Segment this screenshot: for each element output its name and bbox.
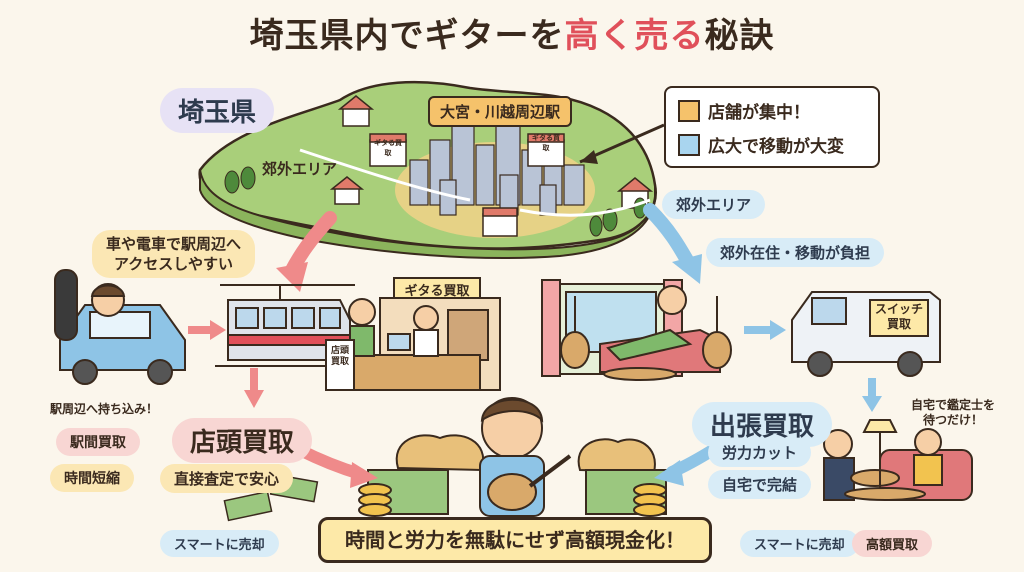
region-label: 埼玉県 [160, 88, 275, 133]
car-illustration [54, 269, 186, 385]
wait-note: 自宅で鑑定士を 待つだけ！ [910, 398, 995, 427]
map-shop-sign-2: ギタる買取 [532, 134, 560, 152]
stand-sign: 店頭買取 [330, 346, 349, 367]
visit-sub-1: 労力カット [708, 438, 812, 467]
legend-item-wide: 広大で移動が大変 [678, 132, 844, 157]
room-illustration [541, 279, 732, 381]
access-note: 車や電車で駅周辺へ アクセスしやすい [92, 230, 256, 278]
page-title: 埼玉県内でギターを高く売る秘訣 [0, 8, 1024, 57]
in-store-method-sub: 直接査定で安心 [160, 464, 294, 493]
tag-station: 駅間買取 [56, 428, 140, 456]
suburb-right-label: 郊外エリア [662, 190, 766, 219]
bring-in-note: 駅周辺へ持ち込み！ [50, 402, 159, 416]
suburb-left-label: 郊外エリア [262, 160, 338, 178]
legend-swatch-blue [678, 133, 700, 156]
van-illustration [791, 291, 941, 377]
smart-sell-right: スマートに売却 [740, 530, 859, 557]
map-shop-sign-1: ギタる買取 [374, 139, 402, 157]
center-area-label: 大宮・川越周辺駅 [428, 96, 573, 127]
legend-item-2-text: 広大で移動が大変 [708, 137, 844, 157]
shop-sign: ギタる買取 [404, 284, 470, 299]
home-appraisal-illustration [823, 419, 973, 501]
legend-item-concentrated: 店舗が集中！ [678, 98, 810, 123]
legend-item-1-text: 店舗が集中！ [708, 103, 810, 123]
train-illustration [215, 284, 355, 367]
title-highlight: 高く売る [564, 16, 705, 56]
money-hero-illustration [358, 397, 667, 517]
conclusion-banner: 時間と労力を無駄にせず高額現金化！ [318, 517, 712, 563]
tag-time-saving: 時間短縮 [50, 464, 134, 492]
burden-note: 郊外在住・移動が負担 [706, 238, 885, 267]
title-part2: 秘訣 [704, 16, 775, 56]
smart-sell-left: スマートに売却 [160, 530, 279, 557]
van-sign: スイッチ 買取 [874, 302, 923, 331]
map-legend: 店舗が集中！ 広大で移動が大変 [664, 86, 880, 168]
high-price-tag: 高額買取 [852, 530, 933, 557]
legend-swatch-orange [678, 99, 700, 122]
shop-illustration [325, 277, 501, 391]
title-part1: 埼玉県内でギターを [249, 16, 565, 56]
visit-sub-2: 自宅で完結 [708, 470, 812, 499]
in-store-method-title: 店頭買取 [172, 418, 313, 463]
